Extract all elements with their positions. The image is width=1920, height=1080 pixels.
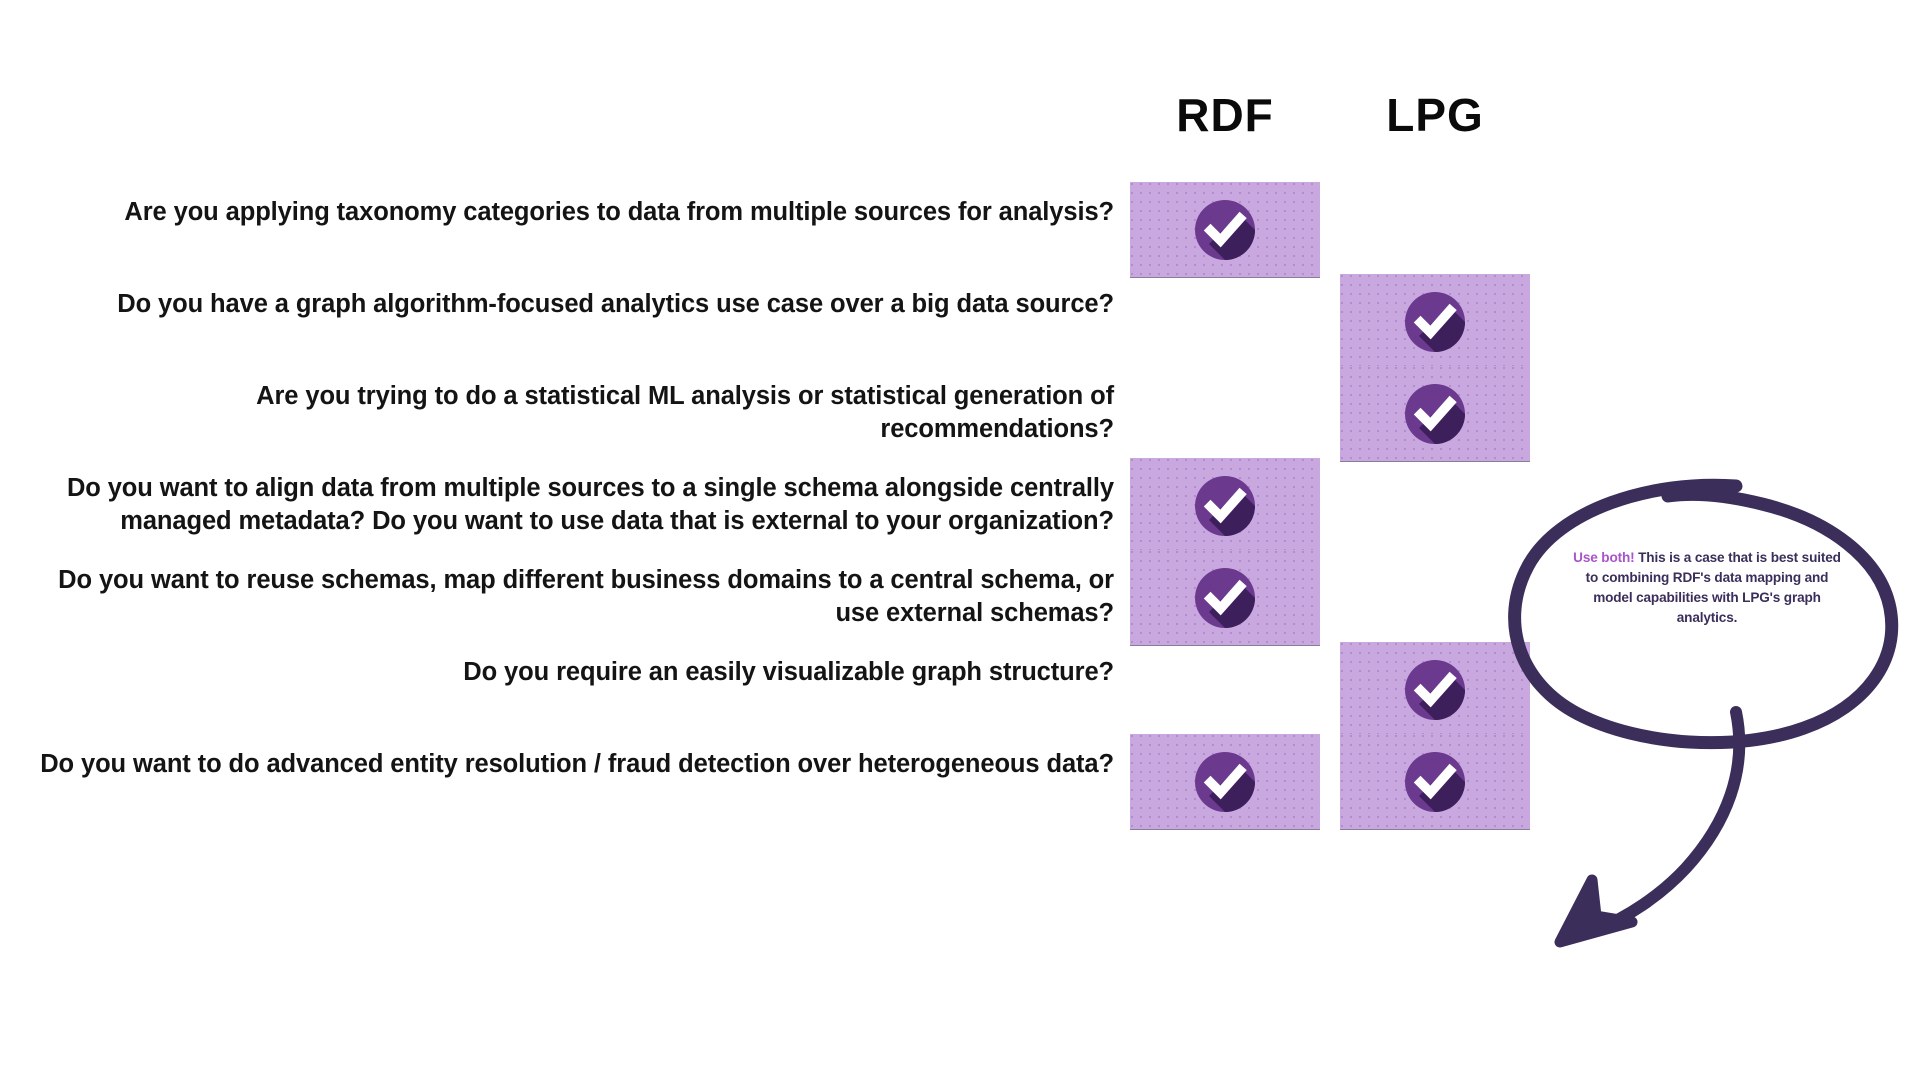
check-icon: [1193, 474, 1257, 538]
check-circle-icon: [1195, 199, 1255, 260]
check-icon: [1403, 382, 1467, 446]
check-icon: [1193, 198, 1257, 262]
question-text: Do you want to align data from multiple …: [66, 473, 1114, 536]
check-icon: [1193, 566, 1257, 630]
hand-drawn-ellipse-callout-icon: [1508, 478, 1899, 948]
question-text: Do you have a graph algorithm-focused an…: [117, 289, 1114, 318]
check-circle-icon: [1195, 567, 1255, 628]
check-cell-lpg[interactable]: [1340, 734, 1530, 829]
question-text: Are you applying taxonomy categories to …: [124, 197, 1114, 226]
question-text: Are you trying to do a statistical ML an…: [256, 381, 1114, 444]
callout-body: This is a case that is best suited to co…: [1585, 550, 1841, 625]
question-text: Do you want to reuse schemas, map differ…: [58, 565, 1114, 628]
question-text: Do you require an easily visualizable gr…: [463, 657, 1114, 686]
check-cell-rdf[interactable]: [1130, 458, 1320, 553]
column-header-lpg: LPG: [1386, 89, 1484, 141]
check-icon: [1403, 750, 1467, 814]
check-cell-lpg[interactable]: [1340, 274, 1530, 369]
check-icon: [1193, 750, 1257, 814]
check-cell-rdf[interactable]: [1130, 734, 1320, 829]
check-cell-rdf[interactable]: [1130, 550, 1320, 645]
check-icon: [1403, 290, 1467, 354]
check-cell-lpg[interactable]: [1340, 642, 1530, 737]
column-header-rdf: RDF: [1176, 89, 1274, 141]
check-circle-icon: [1405, 291, 1465, 352]
check-circle-icon: [1195, 751, 1255, 812]
callout-lead: Use both!: [1573, 550, 1635, 565]
check-cell-rdf[interactable]: [1130, 182, 1320, 277]
check-circle-icon: [1195, 475, 1255, 536]
check-cell-lpg[interactable]: [1340, 366, 1530, 461]
callout-text: Use both! This is a case that is best su…: [1568, 548, 1846, 627]
check-icon: [1403, 658, 1467, 722]
check-circle-icon: [1405, 383, 1465, 444]
question-text: Do you want to do advanced entity resolu…: [40, 749, 1114, 778]
check-circle-icon: [1405, 751, 1465, 812]
use-both-callout: Use both! This is a case that is best su…: [1500, 470, 1920, 950]
check-circle-icon: [1405, 659, 1465, 720]
